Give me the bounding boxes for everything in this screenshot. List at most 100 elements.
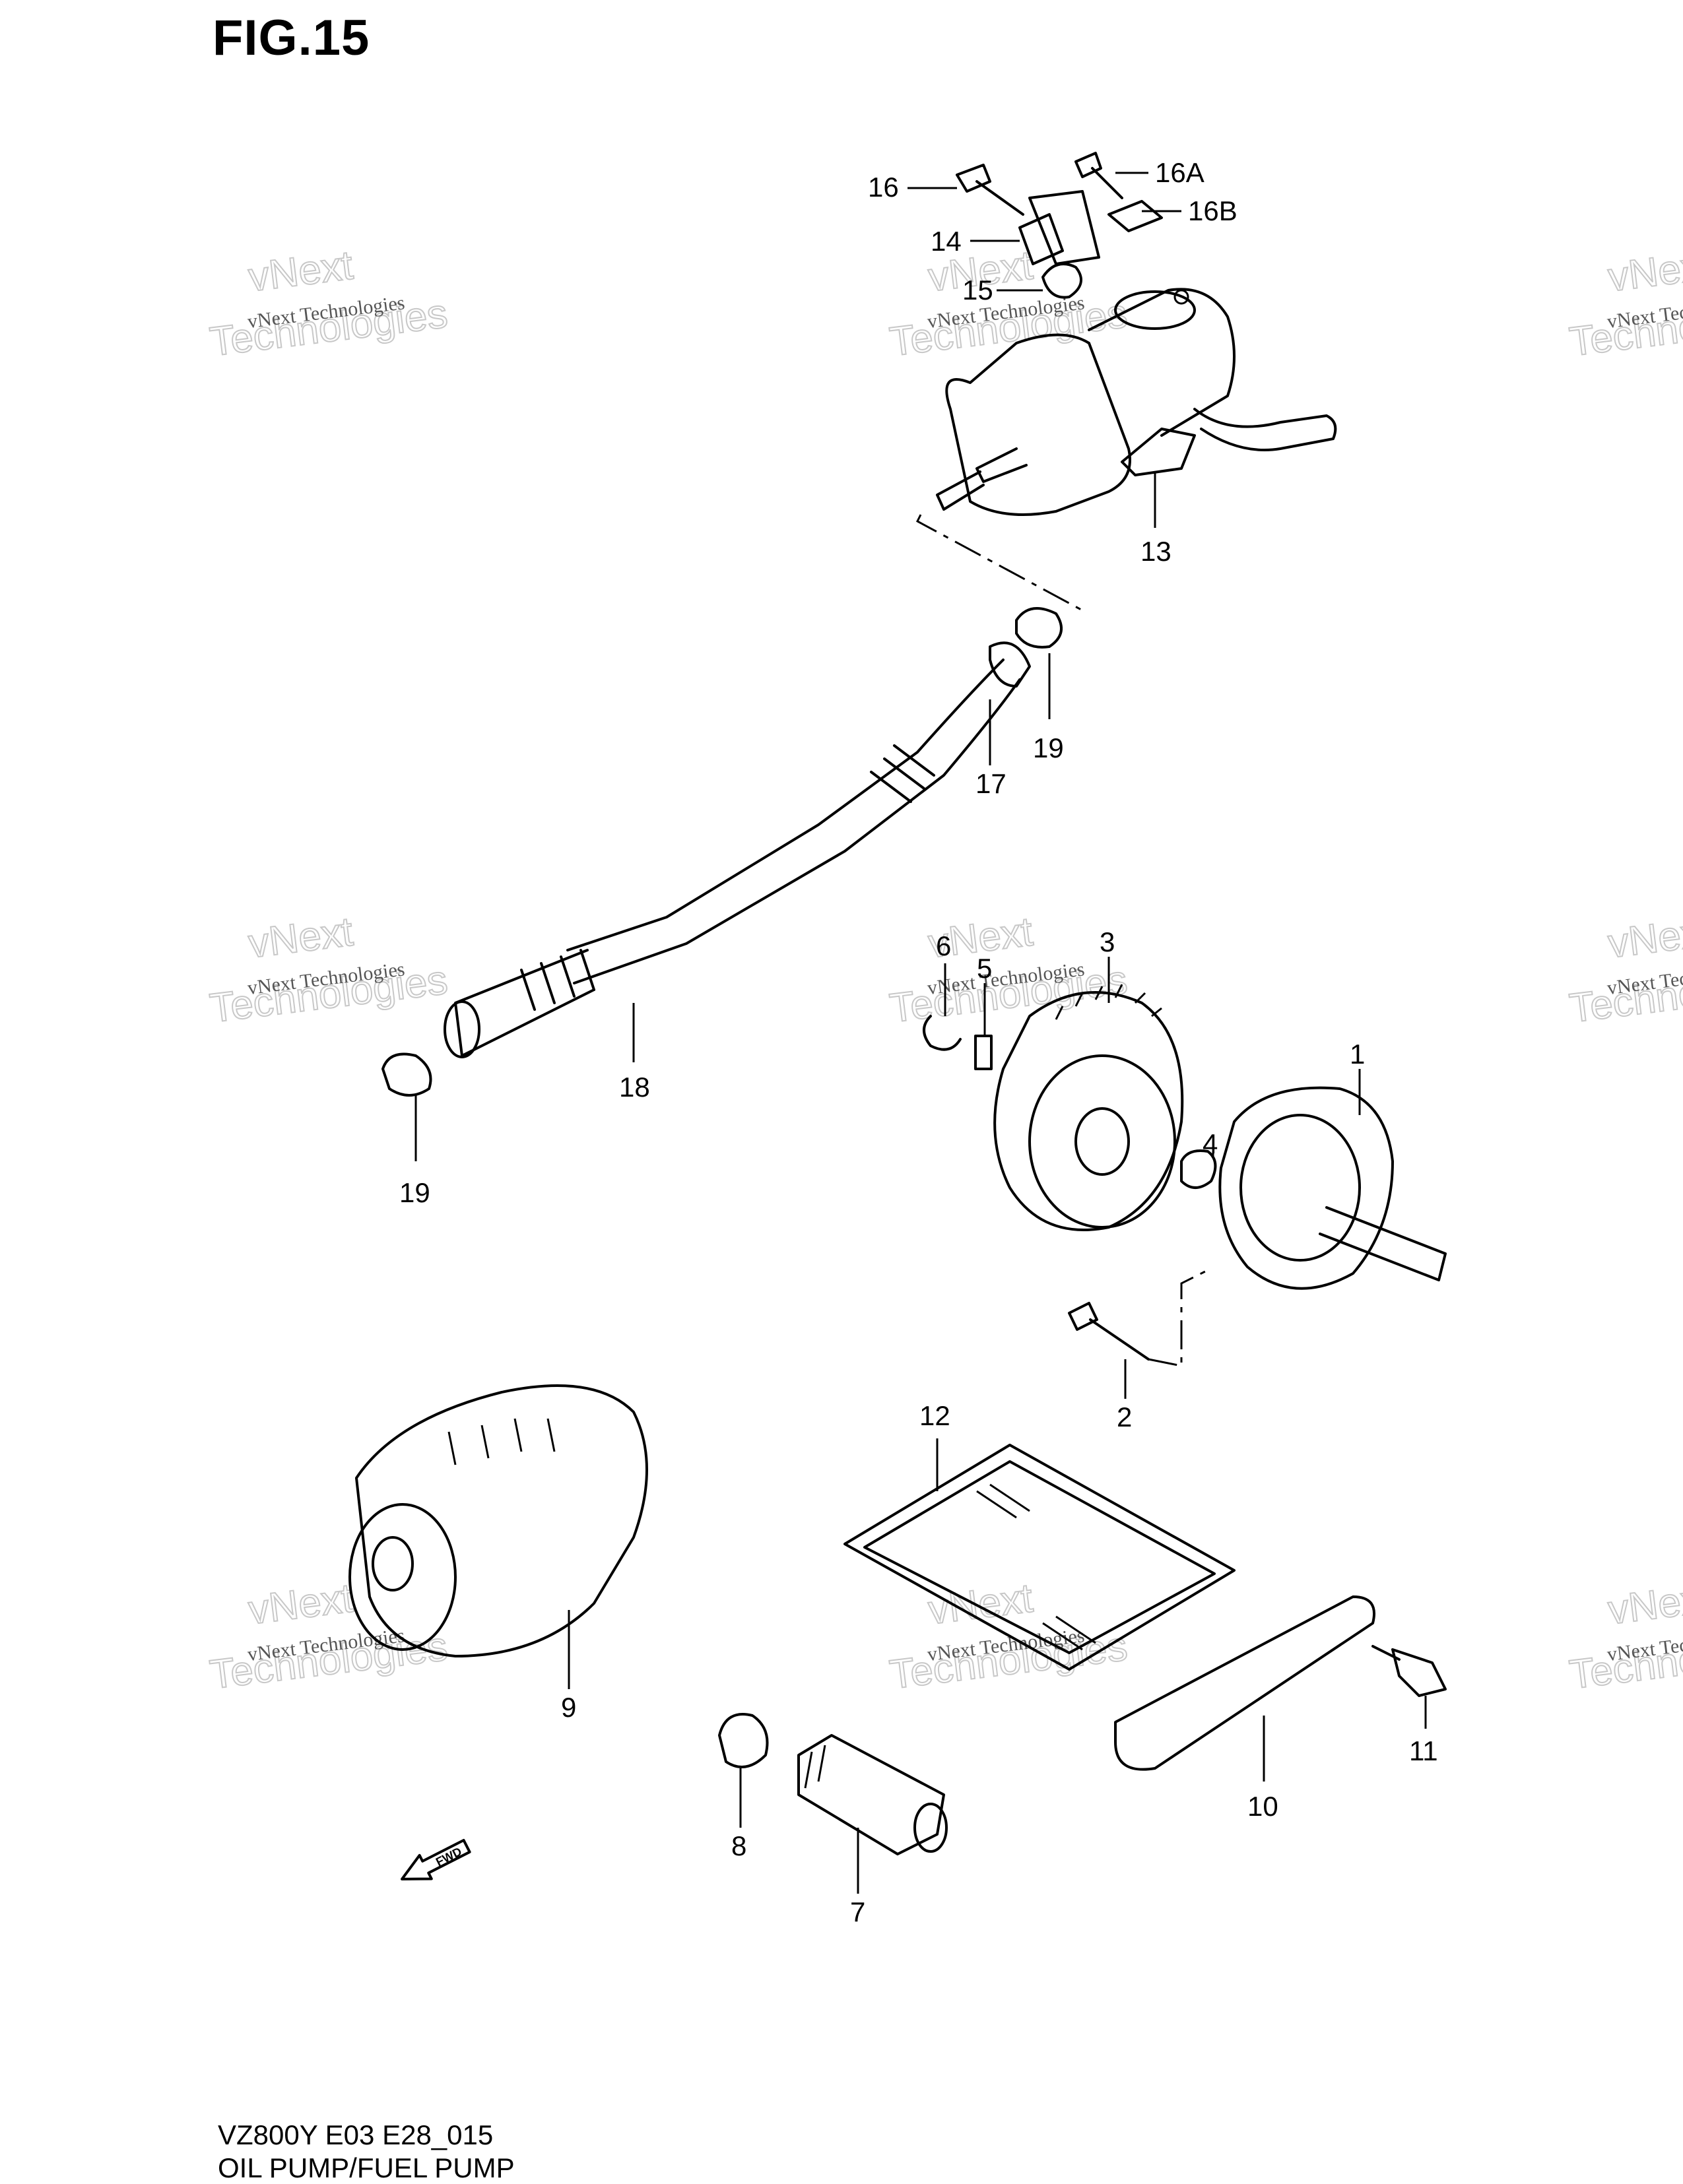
callout-label: 15 xyxy=(962,274,993,305)
drain-plug-end xyxy=(913,1803,948,1853)
gear-hub xyxy=(1074,1107,1130,1176)
hose-17-lower xyxy=(573,678,1021,984)
callout-label: 19 xyxy=(399,1177,430,1208)
hose-17-end-collar xyxy=(989,641,1031,688)
callout-label: 11 xyxy=(1409,1735,1438,1766)
watermark-large-top: vNext xyxy=(1606,909,1683,967)
watermark: vNext Technologies vNext Technologies xyxy=(1566,1575,1683,1699)
oil-filter xyxy=(348,1384,648,1657)
callout-label: 3 xyxy=(1100,926,1115,957)
figure-model-code: VZ800Y E03 E28_015 xyxy=(218,2119,494,2150)
fuel-pump-bracket xyxy=(1121,428,1196,476)
callout-labels: 16 16A 16B 14 15 13 19 17 18 19 6 5 3 1 … xyxy=(399,157,1438,1927)
watermark: vNext Technologies vNext Technologies xyxy=(207,1575,451,1699)
drain-plug-thread xyxy=(804,1745,826,1789)
oil-pump-gear-3 xyxy=(993,991,1184,1231)
oil-filter-body xyxy=(355,1384,648,1657)
callout-label: 17 xyxy=(975,768,1006,799)
oil-strainer-assembly xyxy=(843,1444,1447,1771)
hose-fuel-pump-connection xyxy=(916,514,1083,612)
figure-title: FIG.15 xyxy=(213,10,370,66)
oil-pump-face xyxy=(1239,1114,1361,1262)
figure-name: OIL PUMP/FUEL PUMP xyxy=(218,2152,515,2183)
watermark: vNext Technologies vNext Technologies xyxy=(207,242,451,366)
fuel-hose-assembly xyxy=(381,514,1083,1097)
cushion-15 xyxy=(1041,263,1082,299)
watermark: vNext Technologies vNext Technologies xyxy=(1566,909,1683,1033)
fuel-pump-wire xyxy=(1193,408,1337,451)
callout-label: 13 xyxy=(1140,536,1172,567)
callout-label: 4 xyxy=(1203,1128,1218,1159)
callout-label: 6 xyxy=(936,930,951,961)
bolt-2-connection xyxy=(1148,1269,1208,1367)
oil-filter-center-hole xyxy=(372,1536,414,1591)
fuel-pump-inlet xyxy=(975,447,1028,483)
leader-lines xyxy=(414,172,1427,1894)
washer-16B xyxy=(1107,200,1163,232)
callout-label: 16 xyxy=(868,172,899,203)
fuel-pump-body xyxy=(945,333,1131,516)
watermark: vNext Technologies vNext Technologies xyxy=(1566,242,1683,366)
washer-4 xyxy=(1180,1149,1217,1189)
callout-label: 12 xyxy=(919,1400,950,1431)
fwd-arrow-shape xyxy=(401,1838,471,1880)
spacer-14 xyxy=(1018,213,1064,265)
bolt-2 xyxy=(1068,1302,1150,1361)
fuel-pump-nozzle xyxy=(936,470,985,511)
callout-label: 16A xyxy=(1155,157,1204,188)
callout-label: 10 xyxy=(1247,1791,1278,1822)
bolt-16A xyxy=(1074,152,1123,199)
watermarks: vNext Technologies vNext Technologies vN… xyxy=(207,242,1683,1699)
drain-plug-7 xyxy=(797,1734,945,1855)
callout-label: 1 xyxy=(1350,1039,1365,1070)
drain-plug-assembly xyxy=(718,1713,948,1855)
circlip-6 xyxy=(923,1015,962,1051)
watermark-large-top: vNext xyxy=(246,243,356,301)
watermark-large-top: vNext xyxy=(926,1576,1036,1634)
watermark-large-top: vNext xyxy=(1606,243,1683,301)
hose-17-ridges xyxy=(870,744,935,803)
gear-inner-ring xyxy=(1028,1054,1176,1229)
callout-label: 14 xyxy=(931,226,962,257)
oil-strainer-frame xyxy=(843,1444,1236,1671)
fuel-pump-assembly xyxy=(936,152,1337,516)
callout-label: 5 xyxy=(977,953,992,984)
forward-direction-arrow: FWD xyxy=(401,1838,471,1880)
oil-strainer-frame-inner xyxy=(863,1460,1216,1654)
gasket-8 xyxy=(718,1713,769,1768)
watermark: vNext Technologies vNext Technologies xyxy=(207,909,451,1033)
oil-filter-grip-ridges xyxy=(447,1418,556,1465)
callout-label: 18 xyxy=(619,1072,650,1103)
watermark-large-top: vNext xyxy=(1606,1576,1683,1634)
watermark-large-top: vNext xyxy=(246,909,356,967)
watermark-large-top: vNext xyxy=(246,1576,356,1634)
hose-clamp-19-upper xyxy=(1015,607,1063,649)
watermark: vNext Technologies vNext Technologies xyxy=(886,242,1131,366)
hose-clamp-19-lower xyxy=(381,1052,432,1097)
gear-teeth xyxy=(1055,984,1162,1020)
pin-5 xyxy=(974,1035,993,1070)
mount-hole xyxy=(1173,289,1189,305)
bracket-plate xyxy=(1028,190,1100,265)
hose-17-upper xyxy=(566,658,1005,951)
fuel-pump-rear-can xyxy=(1088,288,1236,437)
oil-filter-end xyxy=(348,1503,457,1651)
oil-strainer-mesh xyxy=(976,1483,1096,1651)
callout-label: 16B xyxy=(1188,195,1238,226)
callout-label: 19 xyxy=(1033,732,1064,763)
oil-pump-assembly xyxy=(923,984,1447,1367)
bolt-11 xyxy=(1371,1645,1447,1697)
watermark: vNext Technologies vNext Technologies xyxy=(886,909,1131,1033)
hose-18-body xyxy=(454,949,595,1057)
gasket-10 xyxy=(1114,1595,1375,1771)
callout-label: 2 xyxy=(1117,1401,1132,1432)
oil-pump-shaft xyxy=(1319,1206,1447,1281)
fuel-pump-mount-ear xyxy=(1114,290,1196,330)
oil-pump-body-1 xyxy=(1218,1086,1394,1290)
callout-label: 8 xyxy=(731,1830,746,1861)
callout-label: 7 xyxy=(850,1896,865,1927)
hose-18-end xyxy=(444,1000,480,1058)
bolt-16 xyxy=(956,164,1024,216)
hose-18-bellows xyxy=(520,949,595,1011)
